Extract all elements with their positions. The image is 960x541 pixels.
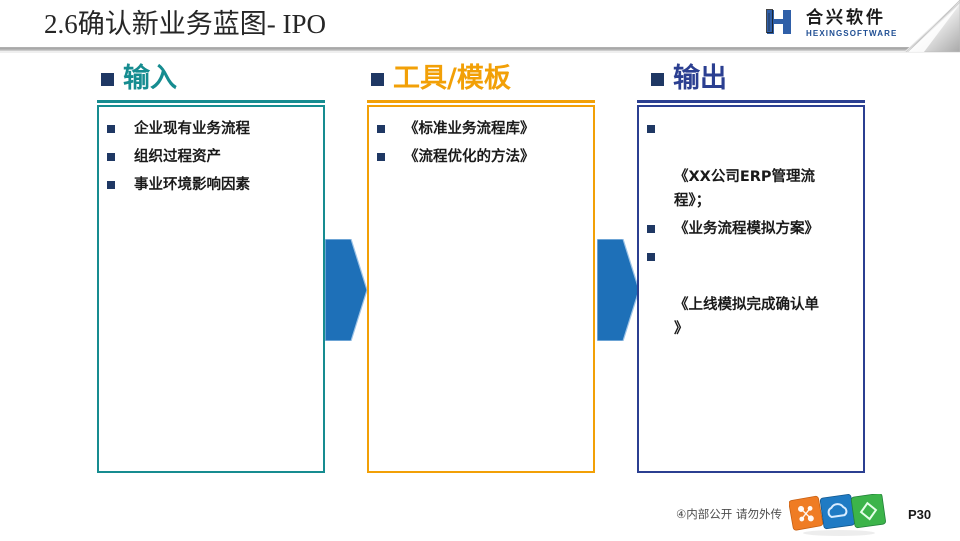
list-bullet-icon [647,225,655,233]
column-heading-input: 输入 [123,63,177,94]
list-bullet-icon [107,181,115,189]
list-item: 组织过程资产 [99,145,323,169]
list-bullet-icon [647,125,655,133]
page-title: 2.6确认新业务蓝图- IPO [44,9,326,39]
column-box-tools: 《标准业务流程库》 《流程优化的方法》 [367,105,595,473]
list-item: 《标准业务流程库》 [369,117,593,141]
list-bullet-icon [107,125,115,133]
slide-header: 2.6确认新业务蓝图- IPO 合兴软件 HEXINGSOFTWARE [0,0,960,53]
column-underline-input [97,100,325,103]
page-number: P30 [908,507,932,522]
list-bullet-icon [107,153,115,161]
column-heading-output: 输出 [673,63,727,94]
list-bullet-icon [647,253,655,261]
company-logo: 合兴软件 HEXINGSOFTWARE [756,3,942,44]
column-box-input: 企业现有业务流程 组织过程资产 事业环境影响因素 [97,105,325,473]
list-item-label: 《标准业务流程库》 [404,121,535,137]
arrow-tools-to-output [596,238,640,342]
header-bullet-icon [371,72,384,86]
list-item: 《流程优化的方法》 [369,145,593,169]
item-list-output: 《XX公司ERP管理流 程》； 《业务流程模拟方案》 《上线模拟完成确认单 》 [639,117,863,341]
list-item-label: 事业环境影响因素 [134,177,250,193]
list-item: 《业务流程模拟方案》 [639,217,863,241]
list-item: 事业环境影响因素 [99,173,323,197]
cube-blue [819,494,855,530]
list-item: 企业现有业务流程 [99,117,323,141]
confidential-note: ④内部公开 请勿外传 [676,507,782,521]
list-item-label: 《业务流程模拟方案》 [674,221,819,237]
cube-orange [788,495,824,531]
logo-text: 合兴软件 HEXINGSOFTWARE [806,7,898,38]
column-box-output: 《XX公司ERP管理流 程》； 《业务流程模拟方案》 《上线模拟完成确认单 》 [637,105,865,473]
page-curl-decoration [894,0,960,52]
list-item-label: 《流程优化的方法》 [404,149,535,165]
column-header-output: 输出 [651,62,881,96]
column-header-tools: 工具/模板 [371,62,611,96]
logo-name-cn: 合兴软件 [806,7,886,28]
cube-green [850,493,886,529]
header-bullet-icon [651,72,664,86]
item-list-input: 企业现有业务流程 组织过程资产 事业环境影响因素 [99,117,323,197]
column-header-input: 输入 [101,62,331,96]
list-item: 《上线模拟完成确认单 》 [639,245,863,341]
brand-cubes-icon [788,493,889,536]
arrow-input-to-tools [324,238,368,342]
column-heading-tools: 工具/模板 [393,63,511,94]
list-item-label: 《XX公司ERP管理流 程》； [674,169,816,209]
list-bullet-icon [377,125,385,133]
header-divider [0,47,960,51]
list-item-label: 《上线模拟完成确认单 》 [674,297,819,337]
logo-monogram-icon [760,7,800,41]
list-item-label: 企业现有业务流程 [134,121,250,137]
header-bullet-icon [101,72,114,86]
column-underline-output [637,100,865,103]
column-underline-tools [367,100,595,103]
list-item-label: 组织过程资产 [134,149,221,165]
logo-name-en: HEXINGSOFTWARE [806,28,898,38]
item-list-tools: 《标准业务流程库》 《流程优化的方法》 [369,117,593,169]
list-bullet-icon [377,153,385,161]
list-item: 《XX公司ERP管理流 程》； [639,117,863,213]
header-divider-shadow [0,51,960,53]
